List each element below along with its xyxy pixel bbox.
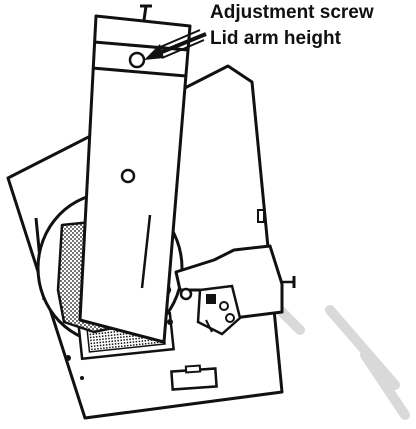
callout-adjustment-screw: Adjustment screw [210, 2, 374, 23]
connector-block [170, 364, 218, 391]
callout-arrow-icon [144, 29, 207, 60]
base-screw-icon [80, 376, 84, 380]
bracket-screw-icon [219, 301, 229, 311]
lid-arm [78, 14, 192, 344]
pickup-screw-icon [179, 287, 193, 301]
base-screw-icon [65, 355, 71, 361]
bracket-screw-icon [225, 313, 235, 323]
arm-hole-icon [120, 168, 136, 184]
adjustment-screw-hole-icon [128, 51, 146, 69]
pickup-head [174, 244, 296, 320]
bracket [196, 284, 242, 336]
faint-background-marks [265, 295, 410, 420]
top-screw-icon [140, 4, 152, 21]
callout-lid-arm-height: Lid arm height [210, 28, 341, 49]
